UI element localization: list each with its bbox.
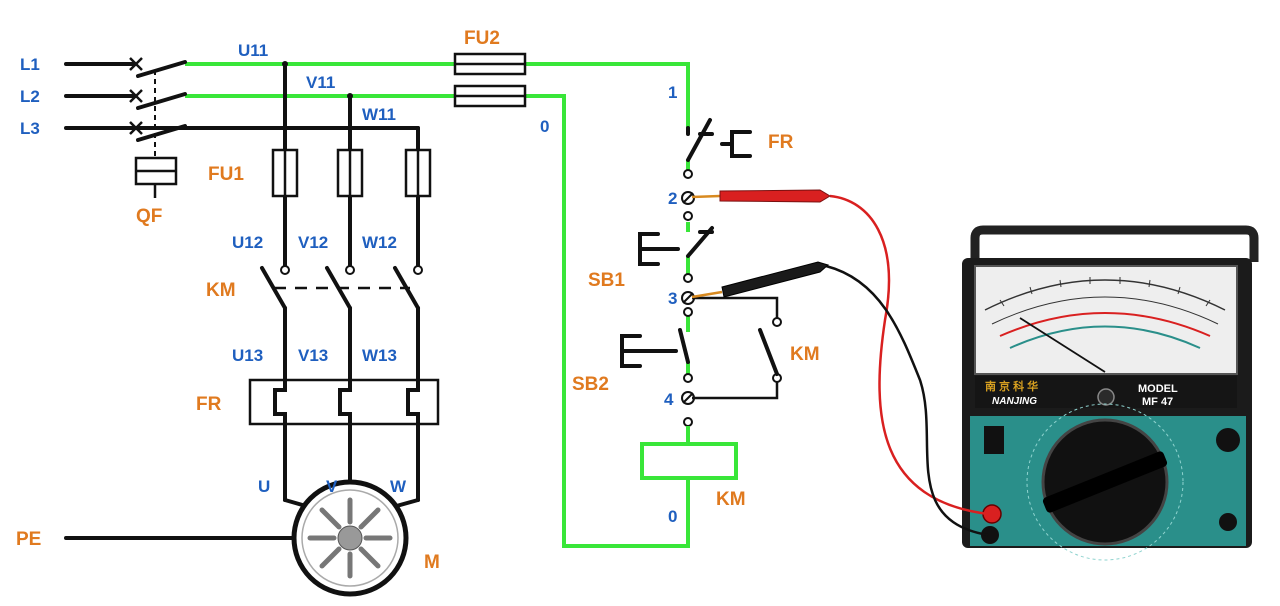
label-FU1: FU1 bbox=[208, 164, 244, 185]
label-M: M bbox=[424, 552, 440, 573]
blue-labels: L1 L2 L3 U11 V11 W11 U12 V12 W12 U13 V13… bbox=[20, 41, 677, 526]
motor bbox=[64, 479, 409, 597]
terminal-screws bbox=[681, 191, 695, 405]
label-QF: QF bbox=[136, 206, 162, 227]
meter-model-label: MODEL bbox=[1138, 383, 1178, 395]
label-U: U bbox=[258, 477, 270, 496]
label-KM-coil: KM bbox=[716, 489, 746, 510]
red-probe bbox=[691, 189, 831, 203]
label-SB2: SB2 bbox=[572, 374, 609, 395]
km-main-contacts bbox=[260, 265, 423, 382]
black-probe bbox=[691, 261, 830, 299]
fu1-fuses bbox=[271, 148, 432, 198]
meter-model-number: MF 47 bbox=[1142, 396, 1173, 408]
label-W11: W11 bbox=[362, 105, 396, 124]
multimeter: 南 京 科 华 NANJING MODEL MF 47 bbox=[962, 225, 1259, 561]
control-circuit-wiring bbox=[185, 62, 690, 548]
sb2-start-button bbox=[620, 328, 690, 368]
meter-brand: 南 京 科 华 bbox=[985, 379, 1038, 393]
km-aux-contact bbox=[692, 296, 779, 400]
label-W13: W13 bbox=[362, 346, 397, 365]
label-KM-main: KM bbox=[206, 280, 236, 301]
label-KM-aux: KM bbox=[790, 344, 820, 365]
label-V12: V12 bbox=[298, 233, 328, 252]
qf-circuit-breaker bbox=[129, 57, 187, 198]
label-PE: PE bbox=[16, 529, 41, 550]
label-node-0-top: 0 bbox=[540, 117, 549, 136]
label-V: V bbox=[326, 477, 338, 496]
label-node-4: 4 bbox=[664, 390, 674, 409]
sb1-stop-button bbox=[638, 226, 714, 266]
label-node-2: 2 bbox=[668, 189, 677, 208]
fu2-fuses bbox=[453, 52, 527, 108]
label-U11: U11 bbox=[238, 41, 268, 60]
label-L3: L3 bbox=[20, 119, 40, 138]
fr-control-contact bbox=[686, 118, 752, 162]
label-U12: U12 bbox=[232, 233, 263, 252]
label-W: W bbox=[390, 477, 407, 496]
km-coil bbox=[640, 426, 738, 480]
label-L2: L2 bbox=[20, 87, 40, 106]
label-U13: U13 bbox=[232, 346, 263, 365]
label-V13: V13 bbox=[298, 346, 328, 365]
label-node-1: 1 bbox=[668, 83, 677, 102]
orange-labels: FU2 FU1 QF KM FR PE M FR SB1 SB2 KM KM bbox=[16, 28, 820, 573]
label-FR-control: FR bbox=[768, 132, 794, 153]
probe-leads bbox=[825, 194, 989, 537]
label-L1: L1 bbox=[20, 55, 40, 74]
label-SB1: SB1 bbox=[588, 270, 625, 291]
meter-logo: NANJING bbox=[992, 396, 1037, 407]
label-node-3: 3 bbox=[668, 289, 677, 308]
phase-conductors bbox=[282, 61, 420, 272]
label-FU2: FU2 bbox=[464, 28, 500, 49]
label-V11: V11 bbox=[306, 73, 335, 92]
label-node-0-bottom: 0 bbox=[668, 507, 677, 526]
label-W12: W12 bbox=[362, 233, 397, 252]
label-FR-main: FR bbox=[196, 394, 222, 415]
